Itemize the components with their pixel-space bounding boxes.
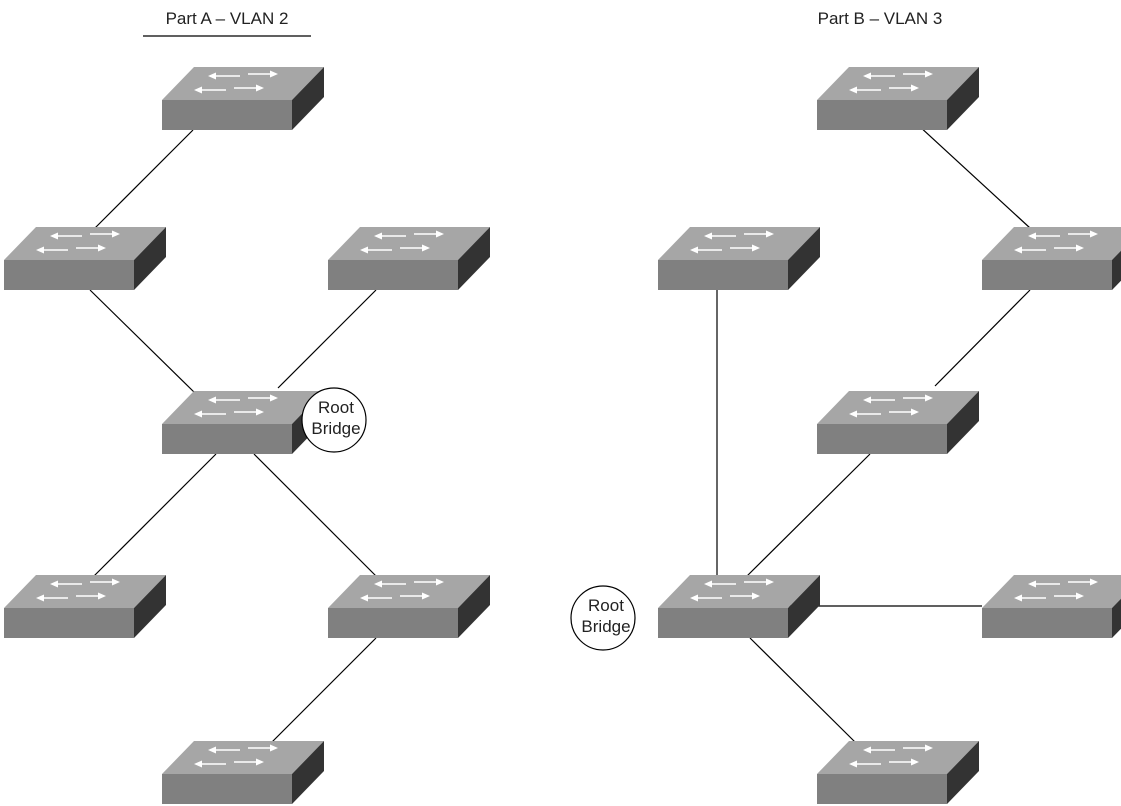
network-switch-icon: [161, 66, 325, 131]
part-b-title: Part B – VLAN 3: [818, 9, 943, 28]
link: [253, 453, 377, 577]
network-switch-icon: [3, 226, 167, 291]
link: [749, 637, 856, 743]
network-switch-icon: [3, 574, 167, 639]
root-bridge-label-line2: Bridge: [581, 617, 630, 636]
link: [89, 453, 217, 581]
root-bridge-label-line2: Bridge: [311, 419, 360, 438]
link: [277, 289, 377, 389]
link: [917, 124, 1031, 229]
root-bridge-badge-a: Root Bridge: [301, 387, 367, 453]
part-b-switches: [657, 66, 1121, 805]
part-b-links: [716, 124, 1031, 743]
part-a-switches: [3, 66, 491, 805]
network-switch-icon: [981, 226, 1121, 291]
part-a-title: Part A – VLAN 2: [166, 9, 289, 28]
link: [934, 289, 1031, 387]
root-bridge-badge-b: Root Bridge: [570, 585, 636, 651]
network-switch-icon: [816, 740, 980, 805]
network-switch-icon: [657, 574, 821, 639]
network-switch-icon: [981, 574, 1121, 639]
network-switch-icon: [327, 226, 491, 291]
root-bridge-label-line1: Root: [318, 398, 354, 417]
network-switch-icon: [161, 390, 325, 455]
link: [744, 453, 871, 579]
link: [94, 129, 194, 229]
root-bridge-label-line1: Root: [588, 596, 624, 615]
network-switch-icon: [327, 574, 491, 639]
network-switch-icon: [161, 740, 325, 805]
network-switch-icon: [816, 66, 980, 131]
network-switch-icon: [816, 390, 980, 455]
link: [89, 289, 197, 395]
network-switch-icon: [657, 226, 821, 291]
link: [269, 637, 377, 745]
part-a-links: [89, 129, 377, 745]
